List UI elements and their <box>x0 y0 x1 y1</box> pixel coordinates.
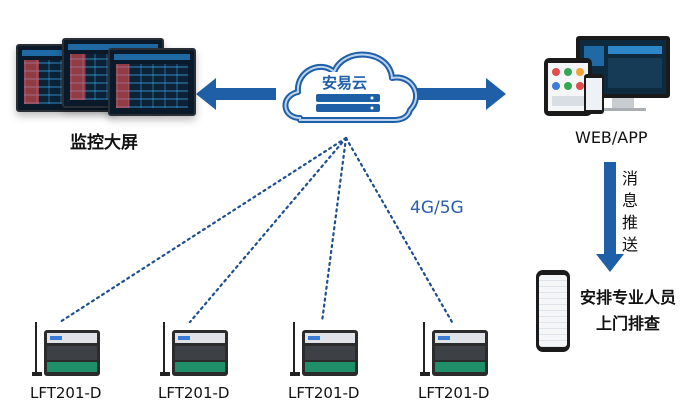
dotted-line-device-4 <box>344 136 454 324</box>
push-char-2: 息 <box>621 191 638 210</box>
web-app-label: WEB/APP <box>575 128 648 147</box>
phone-icon <box>536 270 570 352</box>
network-label: 4G/5G <box>410 198 464 218</box>
arrow-to-monitor <box>196 78 276 110</box>
device-icon <box>32 322 100 376</box>
push-char-1: 消 <box>621 169 638 188</box>
monitor-screens-image <box>16 34 196 120</box>
dotted-line-device-2 <box>188 136 348 324</box>
push-label: 消 息 推 送 <box>620 168 640 256</box>
arrow-push-down <box>596 162 624 272</box>
push-char-4: 送 <box>621 235 638 254</box>
cloud-label: 安易云 <box>318 72 372 93</box>
device-label-3: LFT201-D <box>288 384 360 402</box>
monitor-label: 监控大屏 <box>70 133 138 153</box>
device-icon <box>160 322 228 376</box>
dotted-line-device-3 <box>320 136 348 324</box>
device-label-4: LFT201-D <box>418 384 490 402</box>
device-icon <box>290 322 358 376</box>
device-label-2: LFT201-D <box>158 384 230 402</box>
web-app-devices-icon <box>544 36 670 116</box>
dotted-line-device-1 <box>58 136 348 324</box>
dispatch-line-2: 上门排查 <box>596 314 661 333</box>
arrow-to-web-app <box>410 78 506 110</box>
monitor-screen-3 <box>108 48 196 116</box>
dispatch-line-1: 安排专业人员 <box>580 288 677 307</box>
push-char-3: 推 <box>621 213 638 232</box>
device-label-1: LFT201-D <box>30 384 102 402</box>
device-icon <box>420 322 488 376</box>
